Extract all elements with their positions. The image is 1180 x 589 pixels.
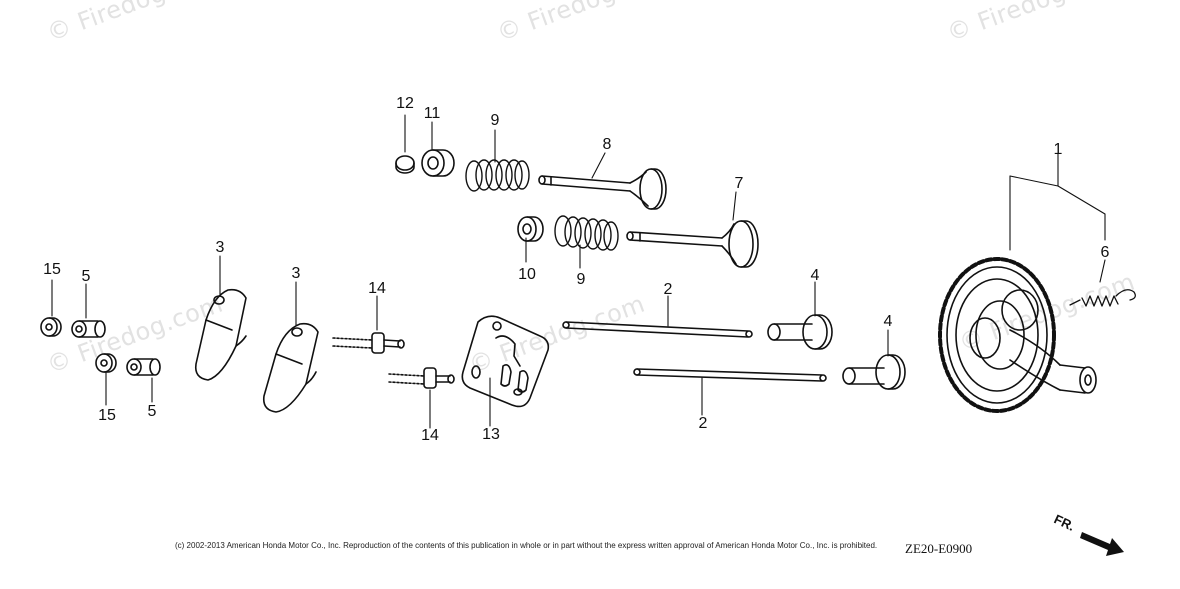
callout-14-lower: 14: [421, 427, 439, 444]
callout-15-upper: 15: [43, 261, 61, 278]
leader-lines: [51, 114, 1106, 429]
valve-cap-12: [395, 155, 415, 174]
callout-12: 12: [396, 95, 414, 112]
callout-7: 7: [734, 175, 744, 192]
spring-6: [1069, 289, 1136, 307]
callout-9-lower: 9: [576, 271, 586, 288]
front-direction-arrow-icon: FR.: [1052, 512, 1124, 556]
callout-5-upper: 5: [81, 268, 91, 285]
nut-15-lower: [95, 353, 117, 373]
guide-plate-13: [461, 315, 550, 408]
callout-4-upper: 4: [810, 267, 820, 284]
callout-10: 10: [518, 266, 536, 283]
tappet-4-upper: [767, 314, 833, 350]
callout-14-upper: 14: [368, 280, 386, 297]
callout-11: 11: [423, 105, 441, 122]
rocker-arm-3-left: [194, 288, 247, 381]
valve-spring-9-upper: [465, 159, 530, 192]
callout-5-lower: 5: [147, 403, 157, 420]
push-rod-2-upper: [562, 321, 753, 338]
spring-retainer-11: [421, 149, 455, 177]
callout-8: 8: [602, 136, 612, 153]
front-marker-label: FR.: [1052, 512, 1077, 534]
valve-seal-10: [517, 216, 544, 242]
pivot-5-lower: [126, 358, 161, 376]
rocker-stud-14-upper: [332, 332, 405, 354]
callout-13: 13: [482, 426, 500, 443]
pivot-5-upper: [71, 320, 106, 338]
callout-9-upper: 9: [490, 112, 500, 129]
callout-1: 1: [1053, 141, 1063, 158]
callout-6: 6: [1100, 244, 1110, 261]
rocker-arm-3-right: [262, 322, 319, 413]
intake-valve-7: [626, 220, 759, 268]
copyright-notice: (c) 2002-2013 American Honda Motor Co., …: [175, 541, 878, 550]
rocker-stud-14-lower: [388, 367, 455, 389]
callout-3-right: 3: [291, 265, 301, 282]
callout-3-left: 3: [215, 239, 225, 256]
callout-2-upper: 2: [663, 281, 673, 298]
camshaft-gear-1: [938, 257, 1097, 413]
callout-15-lower: 15: [98, 407, 116, 424]
tappet-4-lower: [842, 354, 906, 390]
nut-15-upper: [40, 317, 62, 337]
callout-4-lower: 4: [883, 313, 893, 330]
diagram-code: ZE20-E0900: [905, 541, 973, 556]
valve-spring-9-lower: [554, 215, 619, 251]
push-rod-2-lower: [633, 368, 827, 382]
callout-2-lower: 2: [698, 415, 708, 432]
exhaust-valve-8: [538, 168, 667, 210]
